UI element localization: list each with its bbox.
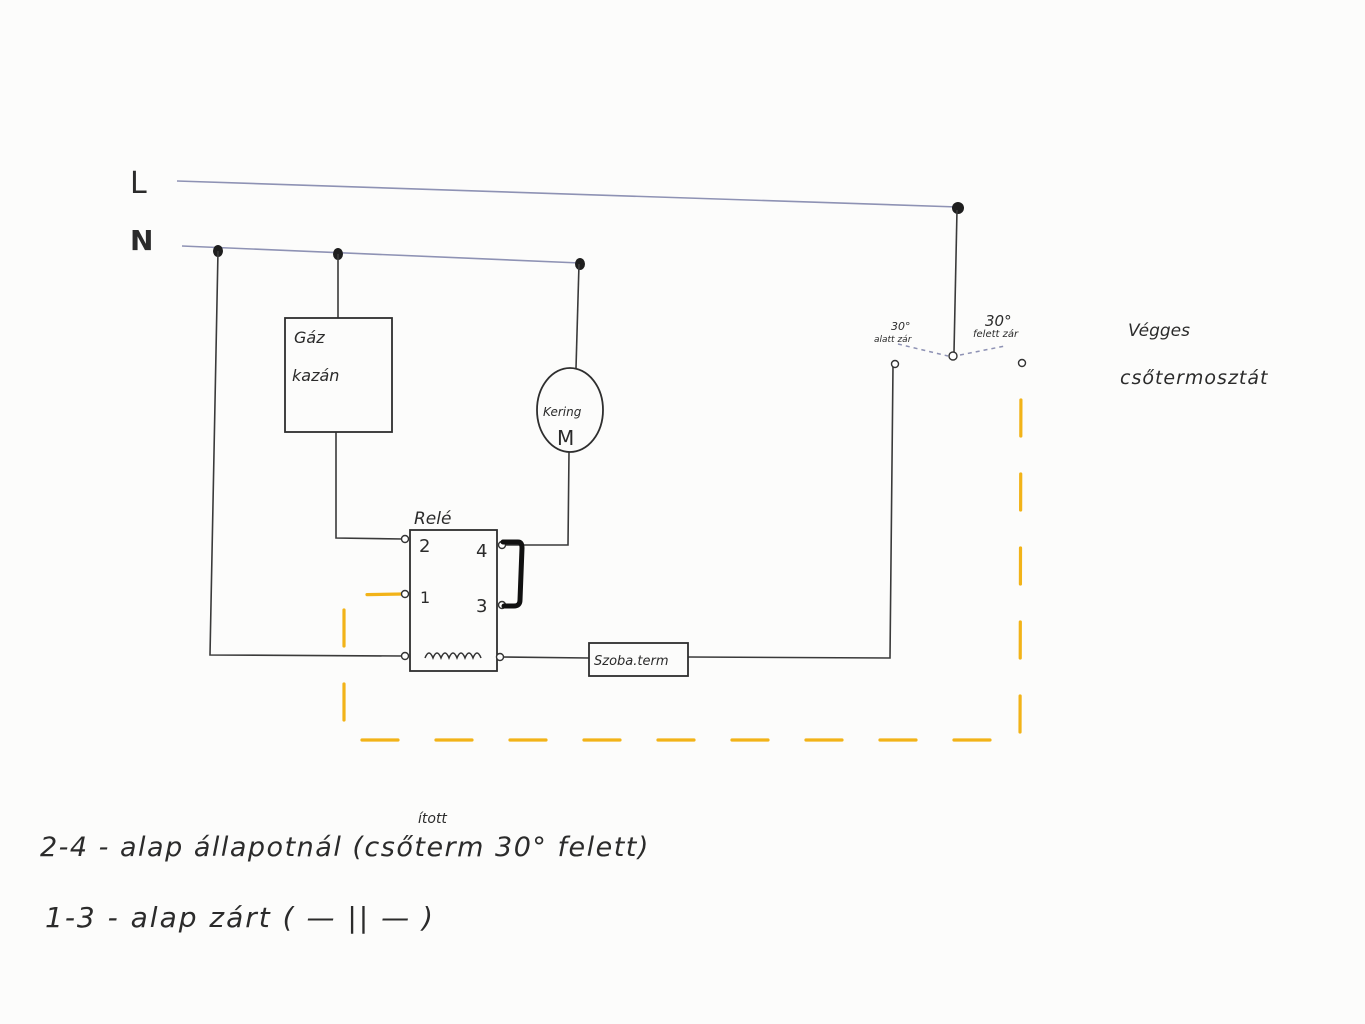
boiler: Gáz kazán — [284, 317, 393, 433]
wire-l-to-pipe-common — [953, 209, 958, 353]
relay-title: Relé — [414, 509, 451, 529]
relay-terminal-2 — [400, 534, 410, 544]
relay-terminal-1 — [400, 589, 410, 599]
pipe-contact-right-line1: 30° — [985, 312, 1012, 330]
node-n-pump — [575, 258, 585, 270]
boiler-label-line1: Gáz — [294, 328, 325, 347]
dashed-wire-relay-1-to-pipe-contact — [342, 364, 1023, 742]
room-thermostat-box — [588, 642, 689, 677]
node-l-right — [952, 202, 964, 214]
pipe-terminal-left — [890, 359, 900, 369]
notes: ított 2-4 - alap állapotnál (csőterm 30°… — [40, 811, 650, 934]
relay-box — [409, 529, 498, 672]
note-line1-superscript: ított — [418, 811, 447, 827]
pipe-switch-blade-right — [959, 345, 1006, 356]
pipe-contact-left-line2: alatt zár — [874, 335, 913, 345]
wire-n-to-pump — [575, 263, 580, 369]
line-label-N: N — [130, 224, 153, 257]
pump: Kering M — [536, 367, 604, 453]
pipe-terminal-right — [1017, 358, 1027, 368]
note-line2: 1-3 - alap zárt ( — || — ) — [45, 901, 435, 934]
wire-room-thermostat-to-pipe-contact — [687, 365, 894, 659]
relay-bridge-3-4 — [500, 539, 525, 609]
pipe-thermostat-heading-line2: csőtermosztát — [1120, 367, 1269, 389]
bus-lines: L N — [130, 166, 959, 264]
relay-terminal-coil-left — [400, 651, 410, 661]
line-L — [176, 180, 959, 208]
pipe-contact-left-line1: 30° — [891, 320, 911, 333]
line-label-L: L — [130, 166, 147, 201]
pipe-contact-right-line2: felett zár — [973, 328, 1019, 340]
room-thermostat: Szoba.term — [588, 642, 689, 677]
pump-label-line2: M — [557, 426, 574, 450]
relay-pin-1-label: 1 — [420, 588, 430, 607]
relay: Relé 2 4 1 3 — [400, 509, 525, 672]
relay-terminal-coil-right — [495, 652, 505, 662]
relay-coil-icon — [424, 652, 482, 661]
line-N — [181, 245, 581, 264]
wire-pump-to-relay-4 — [502, 451, 570, 546]
wire-coil-to-room-thermostat — [498, 656, 590, 659]
junction-nodes — [213, 202, 964, 270]
wire-boiler-to-relay-2 — [335, 432, 404, 540]
relay-pin-3-label: 3 — [476, 596, 487, 617]
wires — [209, 209, 958, 659]
boiler-label-line2: kazán — [292, 366, 339, 385]
relay-pin-2-label: 2 — [419, 536, 430, 557]
pipe-switch-blade-left — [897, 343, 949, 357]
room-thermostat-label: Szoba.term — [594, 654, 668, 669]
pump-label-line1: Kering — [543, 405, 582, 419]
relay-pin-4-label: 4 — [476, 541, 487, 562]
pipe-thermostat: 30° alatt zár 30° felett zár Végges csőt… — [874, 312, 1269, 389]
pipe-terminal-common — [948, 351, 958, 361]
boiler-box — [284, 317, 393, 433]
wire-n-to-coil — [209, 250, 404, 657]
pump-body — [536, 367, 604, 453]
pipe-thermostat-heading-line1: Végges — [1128, 321, 1190, 341]
note-line1: 2-4 - alap állapotnál (csőterm 30° felet… — [40, 832, 650, 863]
